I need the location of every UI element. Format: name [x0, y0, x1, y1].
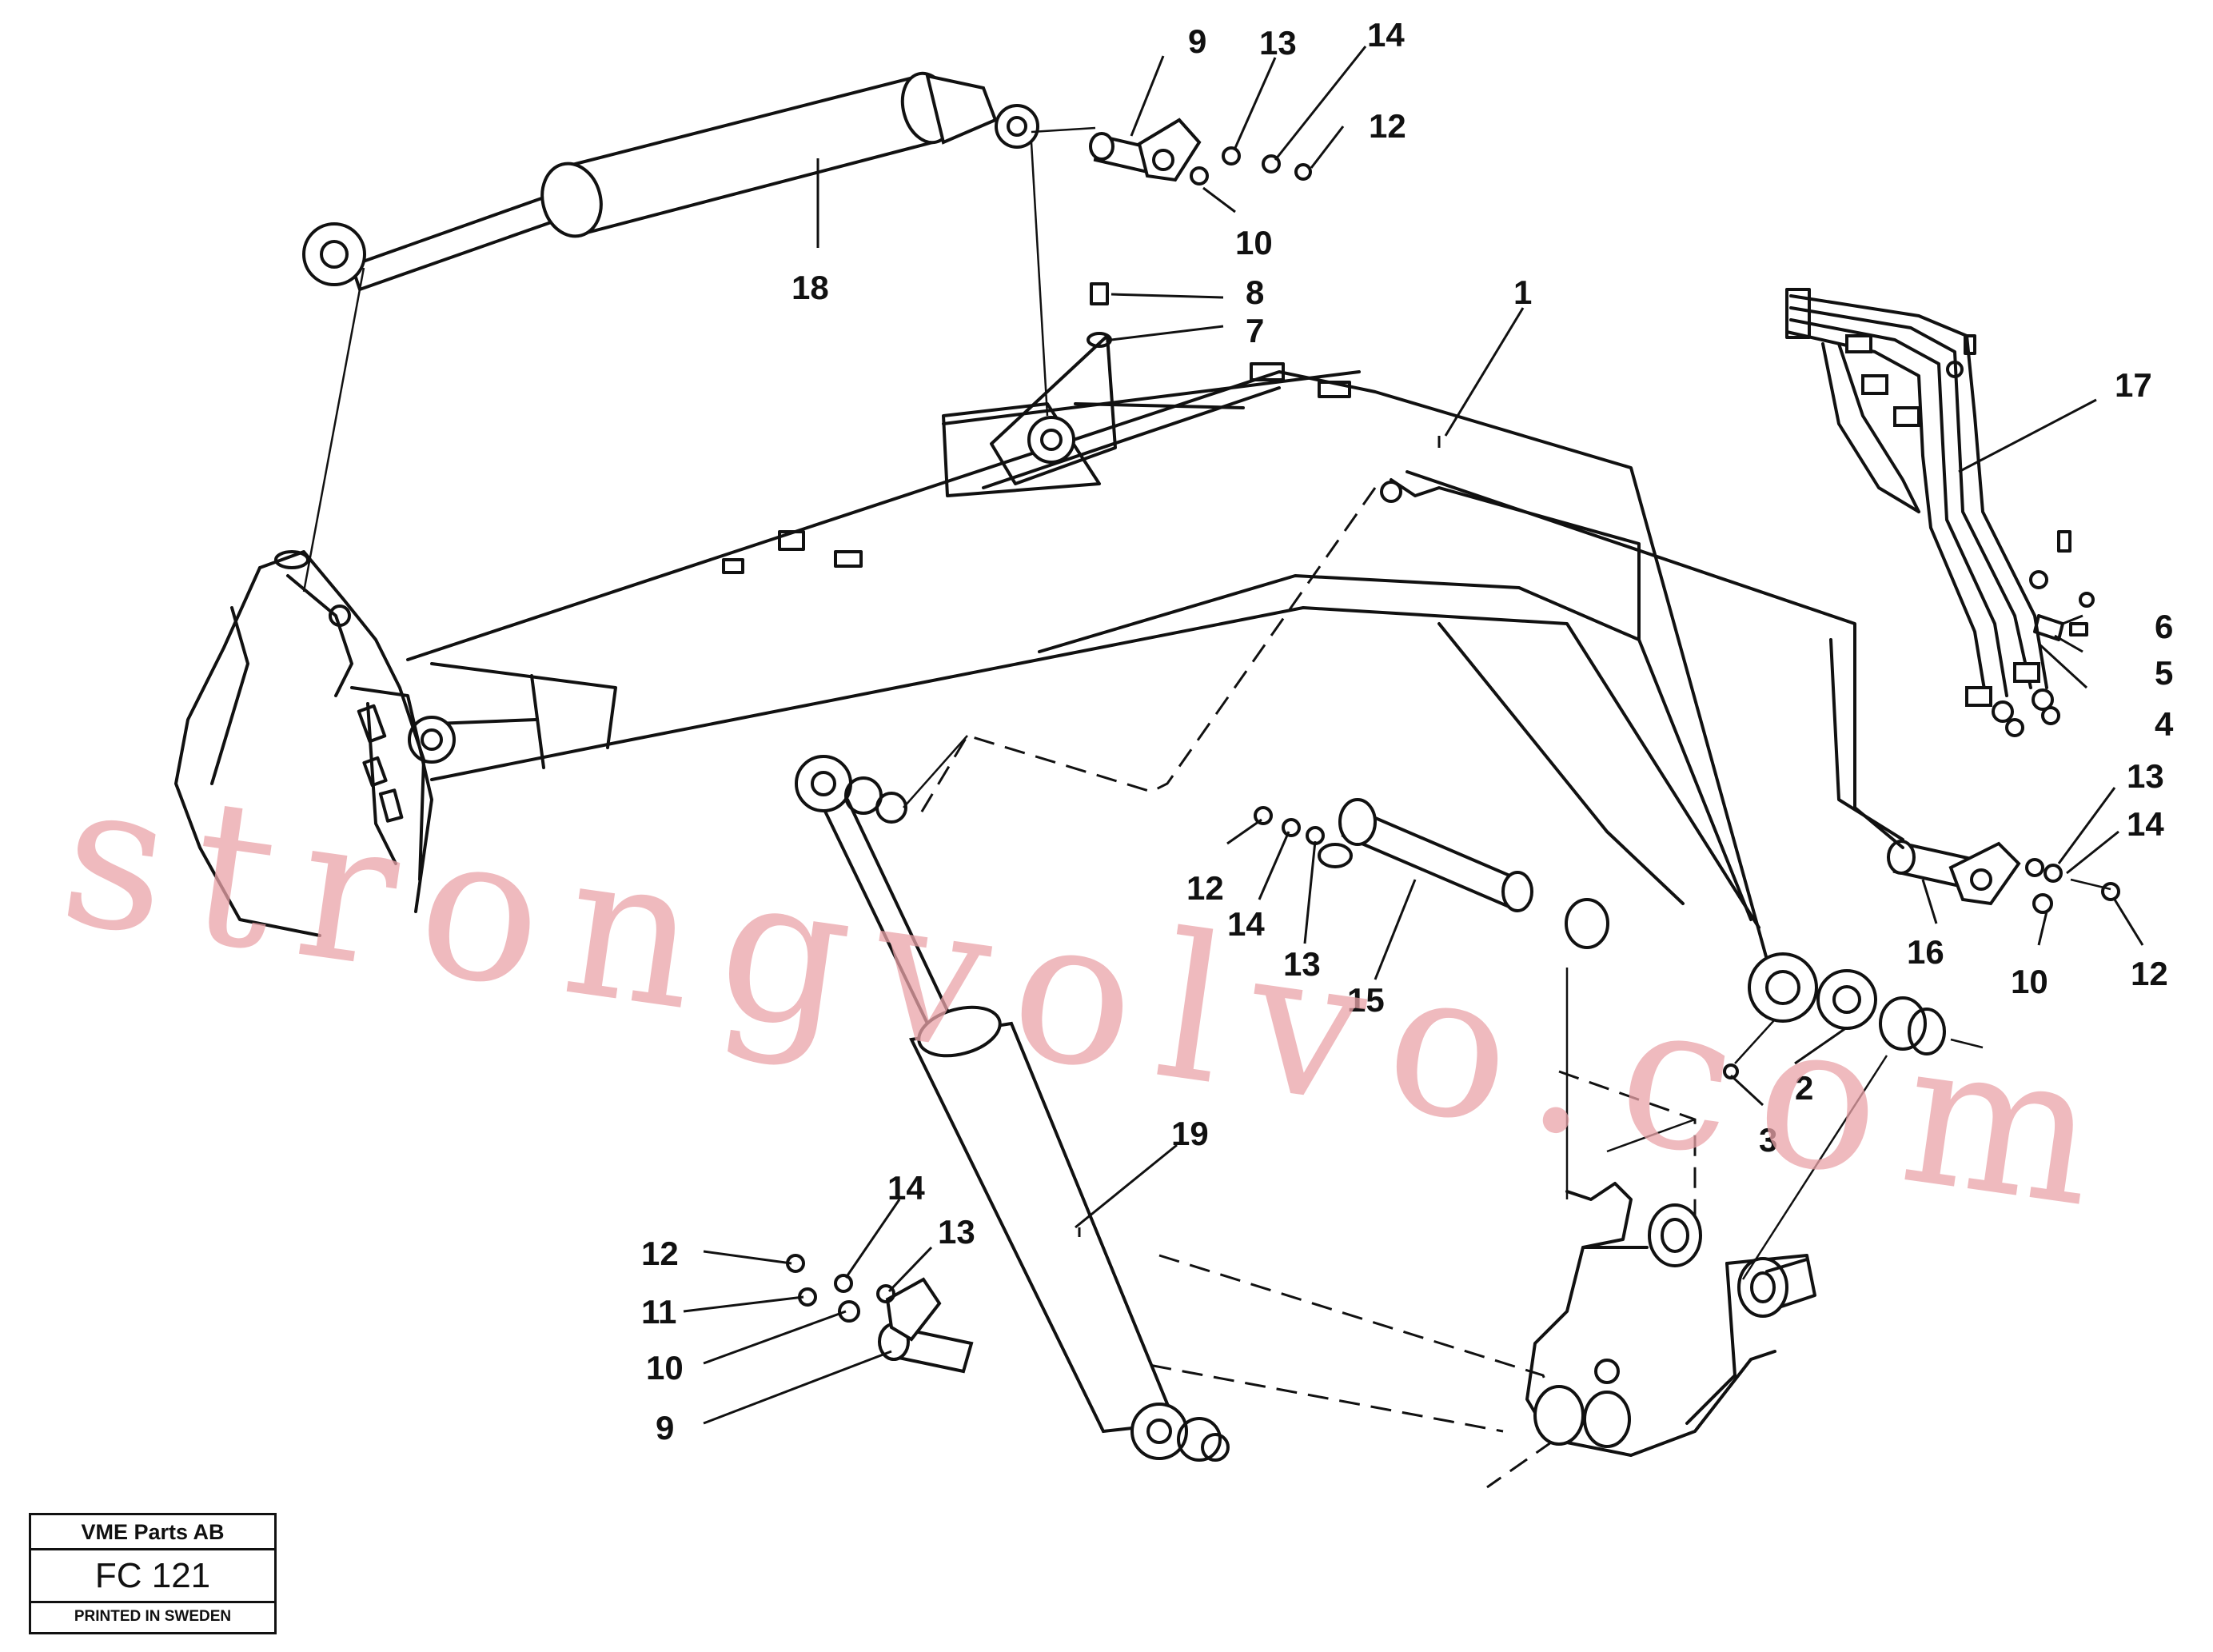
callout-1: 1: [1513, 273, 1532, 311]
title-block-company: VME Parts AB: [31, 1515, 274, 1550]
callout-12-right: 12: [2131, 955, 2168, 992]
callout-18: 18: [791, 269, 829, 306]
callout-17: 17: [2115, 366, 2152, 404]
callout-14-top: 14: [1367, 16, 1405, 54]
callout-13-mid: 13: [1283, 945, 1321, 983]
callout-6: 6: [2155, 608, 2173, 645]
callout-12-mid: 12: [1186, 869, 1224, 907]
title-block-printed: PRINTED IN SWEDEN: [74, 1608, 232, 1625]
pin-16: [1380, 470, 2120, 1079]
boom-1: [406, 334, 1818, 1023]
pin-15: [1254, 798, 1609, 949]
callout-14-mid: 14: [1227, 905, 1265, 943]
watermark: strongvolvo.com: [50, 736, 2137, 1255]
title-block: VME Parts AB FC 121 PRINTED IN SWEDEN: [29, 1513, 277, 1634]
hydraulic-lines-17: [1785, 288, 2095, 737]
callout-13-bottom: 13: [938, 1213, 975, 1251]
callout-10-right: 10: [2011, 963, 2048, 1000]
arm-cylinder-19: [795, 735, 1230, 1462]
boom-foot: [174, 550, 433, 937]
title-block-code: FC 121: [31, 1550, 274, 1603]
callout-10-top: 10: [1235, 224, 1273, 261]
callout-16: 16: [1907, 933, 1944, 971]
callout-12-top: 12: [1369, 107, 1406, 145]
callout-11-bottom: 11: [641, 1293, 676, 1331]
callout-19: 19: [1171, 1115, 1209, 1152]
callout-4: 4: [2155, 705, 2174, 743]
callout-14-right: 14: [2127, 805, 2164, 843]
arm-link: [1525, 968, 1888, 1457]
callout-9-bottom: 9: [656, 1409, 674, 1446]
callout-5: 5: [2155, 654, 2173, 692]
callout-10-bottom: 10: [646, 1349, 684, 1387]
callout-3: 3: [1759, 1121, 1777, 1159]
callout-14-bottom: 14: [887, 1169, 925, 1207]
pin-9-top: [1087, 118, 1312, 348]
leader-lines: [683, 46, 2144, 1425]
callout-2: 2: [1795, 1069, 1813, 1107]
callout-7: 7: [1246, 312, 1264, 349]
callout-8: 8: [1246, 273, 1264, 311]
callout-12-bottom: 12: [641, 1235, 679, 1272]
pin-9-bottom: [786, 1254, 974, 1374]
callout-9-top: 9: [1188, 22, 1206, 60]
callout-labels: 9 13 14 12 10 18 8 7 1 17 6 5 4 13 14 16…: [641, 16, 2174, 1446]
callout-13-top: 13: [1259, 24, 1297, 62]
boom-cylinder-18: [302, 71, 1039, 292]
callout-13-right: 13: [2127, 757, 2164, 795]
callout-15: 15: [1347, 981, 1385, 1019]
